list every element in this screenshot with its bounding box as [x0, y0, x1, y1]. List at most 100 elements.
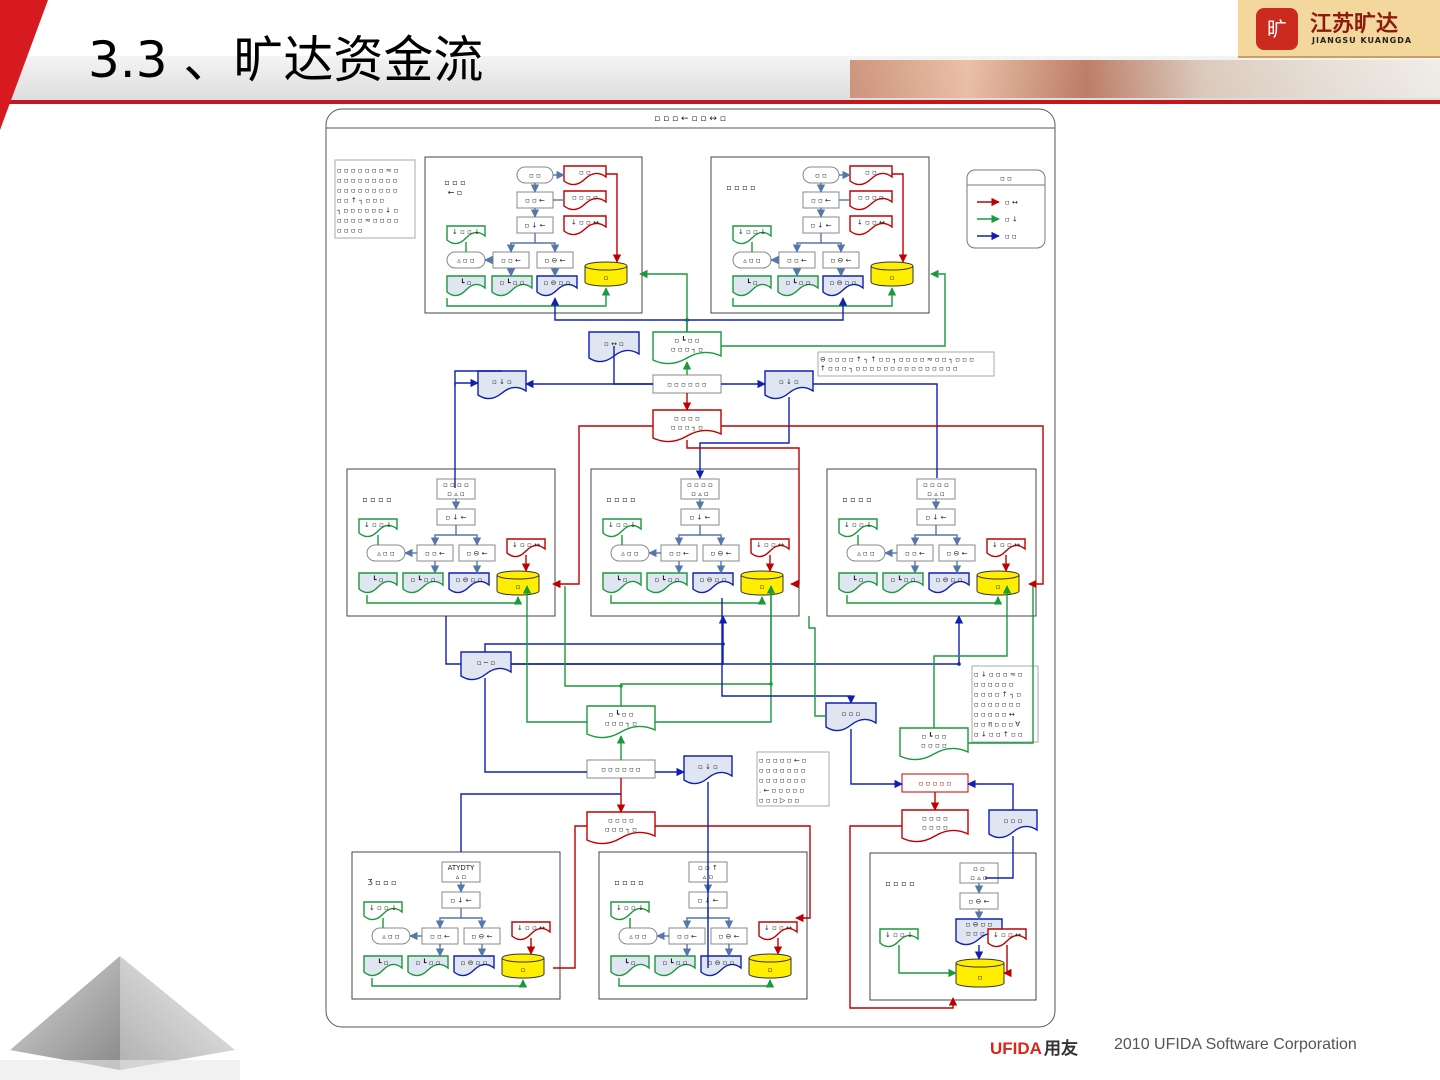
unit-8-red-flow	[1003, 945, 1012, 978]
unit-2-red-doc2	[849, 190, 893, 211]
unit-3-doc-h	[358, 572, 398, 594]
unit-4-step2-label: ▫ ↓ ←	[690, 513, 711, 521]
unit-6-step2-label: ▫ ↓ ←	[451, 896, 472, 904]
unit-4-name: ▫ ▫ ▫ ▫	[606, 495, 635, 504]
unit-8-red-doc-label: ↓ ▫ ▫ ↔	[993, 931, 1021, 939]
unit-2-db-top	[870, 261, 914, 271]
unit-4-doc-h	[602, 572, 642, 594]
unit-6-doc-j-label: ▫ ⊖ ▫ ▫	[461, 959, 488, 967]
center-note-bottom-line: ▫ ▫ ▫ ▷ ▫ ▫	[759, 796, 799, 804]
frame-title: ▫ ▫ ▫ ← ▫ ▫ ↔ ▫	[654, 114, 726, 124]
center-note-bottom-line: ▫ ▫ ▫ ▫ ▫ ▫ ▫	[759, 776, 806, 784]
unit-3-doc-j	[448, 572, 490, 594]
logo-name-cn: 江苏旷达	[1310, 11, 1399, 37]
unit-1-step2-label: ▫ ↓ ←	[525, 221, 546, 229]
unit-1-step4-label: ▫ ⊖ ←	[545, 256, 566, 264]
unit-8-green-flow	[898, 945, 957, 978]
unit-1-green-flow	[446, 287, 611, 307]
unit-1-doc-j-label: ▫ ⊖ ▫ ▫	[544, 279, 571, 287]
unit-2-db	[870, 266, 914, 287]
conn-doc3-unit3	[454, 370, 502, 488]
unit-7-branch-r	[708, 917, 734, 929]
unit-6-top-label: ATYDTY	[448, 864, 475, 872]
center-doc11-label: ▫ ▫ ▫ ▫	[921, 741, 947, 749]
unit-4-top-label: ▫ ▫ ▫ ▫	[687, 481, 713, 489]
unit-1-red-doc2-label: ▫ ▫ ▫ ▫	[572, 193, 598, 201]
conn-doc5-unit4	[686, 440, 800, 589]
mesh-22	[967, 779, 1014, 810]
mesh-17	[721, 598, 856, 704]
junction-3	[769, 682, 773, 686]
unit-1-red-doc3-label: ↓ ▫ ▫ ↔	[571, 218, 599, 226]
unit-4-red-doc	[750, 538, 790, 558]
unit-5-doc-h	[838, 572, 878, 594]
unit-2-doc-h-label: ┗ ▫	[746, 278, 757, 287]
unit-2-db-label: ▫	[890, 274, 895, 282]
unit-4-term2-label: ▵ ▫ ▫	[621, 549, 638, 557]
unit-1-step3-label: ▫ ▫ ←	[501, 256, 521, 264]
unit-6-db-label: ▫	[521, 966, 526, 974]
unit-6-branch-l	[435, 908, 462, 929]
center-note-mid	[817, 351, 995, 377]
footer-brand-cn: 用友	[1043, 1039, 1078, 1058]
header-decorative-photo	[850, 60, 1440, 98]
center-doc8-label: ▫ ↓ ▫	[698, 763, 718, 771]
unit-7-doc-h-label: ┗ ▫	[624, 958, 635, 967]
legend-box	[966, 169, 1046, 249]
unit-1-step1-label: ▫ ▫ ←	[525, 196, 545, 204]
center-doc7-label: ▫ ┗ ▫ ▫	[608, 709, 633, 718]
unit-7-doc-i-label: ▫ ┗ ▫ ▫	[662, 958, 687, 967]
unit-1-db-label: ▫	[604, 274, 609, 282]
unit-5-doc-h-label: ┗ ▫	[852, 575, 863, 584]
unit-2-name: ▫ ▫ ▫ ▫	[726, 183, 755, 192]
unit-6-step4-label: ▫ ⊖ ←	[472, 932, 493, 940]
conn-green-unit2	[721, 269, 946, 347]
unit-4-doc-h-label: ┗ ▫	[616, 575, 627, 584]
unit-7-step3-label: ▫ ▫ ←	[677, 932, 697, 940]
conn-doc4-unit5	[813, 383, 938, 478]
unit-6-red-doc	[511, 921, 551, 941]
unit-7-db-label: ▫	[768, 966, 773, 974]
unit-5-doc-j	[928, 572, 970, 594]
header-red-rule	[0, 100, 1440, 104]
unit-4-db-top	[740, 570, 784, 580]
unit-2-red-flow	[892, 173, 908, 263]
unit-5-db-label: ▫	[996, 583, 1001, 591]
logo-badge-icon: 旷	[1256, 8, 1298, 50]
unit-2-doc-i	[777, 275, 819, 297]
unit-3-doc-i	[402, 572, 444, 594]
unit-4-green-doc-label: ↓ ▫ ▫ ↓	[608, 521, 636, 529]
unit-2-branch-l	[792, 233, 822, 253]
unit-3-doc-h-label: ┗ ▫	[372, 575, 383, 584]
unit-8-db	[955, 963, 1005, 988]
unit-4-top-label: ▫ ▵ ▫	[691, 490, 708, 498]
unit-6-doc-j	[453, 955, 495, 977]
center-proc1-label: ▫ ▫ ▫ ▫ ▫ ▫	[667, 380, 707, 388]
note-topleft-line: ▫ ▫ ▫ ▫ ▫ ▫ ▫ ▫ ▫	[337, 176, 398, 184]
unit-1-doc-h-label: ┗ ▫	[460, 278, 471, 287]
legend-item-label: ▫ ▫	[1005, 232, 1017, 240]
mesh-18	[808, 616, 826, 717]
mesh-19	[850, 729, 903, 789]
unit-7-doc-h	[610, 955, 650, 977]
unit-4-green-flow	[610, 595, 767, 605]
unit-8-name: ▫ ▫ ▫ ▫	[885, 879, 914, 888]
unit-6-red-doc-label: ↓ ▫ ▫ ↔	[517, 924, 545, 932]
unit-1-green-doc	[446, 225, 486, 245]
legend-item-label: ▫ ↓	[1005, 215, 1018, 223]
unit-8-red-doc	[987, 928, 1027, 948]
mesh-25	[985, 836, 1014, 879]
unit-8-top-label: ▫ ▫	[973, 865, 985, 873]
unit-3-red-doc	[506, 538, 546, 558]
unit-6-step3-label: ▫ ▫ ←	[430, 932, 450, 940]
unit-3-name: ▫ ▫ ▫ ▫	[362, 495, 391, 504]
center-doc9-label: ▫ ▫ ▫ ┐ ▫	[605, 825, 637, 833]
center-doc13-label: ▫ ▫ ▫	[1004, 817, 1023, 825]
unit-6-branch-r	[461, 917, 487, 929]
unit-6-db	[501, 958, 545, 979]
unit-6-green-doc	[363, 901, 403, 921]
pyramid-decoration	[0, 956, 240, 1080]
unit-7-red-doc-label: ↓ ▫ ▫ ↔	[764, 924, 792, 932]
center-note-mid-line: ↑ ▫ ▫ ▫ ┐ ▫ ▫ ▫ ▫ ▫ ▫ ▫ ▫ ▫ ▫ ▫ ▫ ▫ ▫ ▫	[820, 364, 958, 372]
